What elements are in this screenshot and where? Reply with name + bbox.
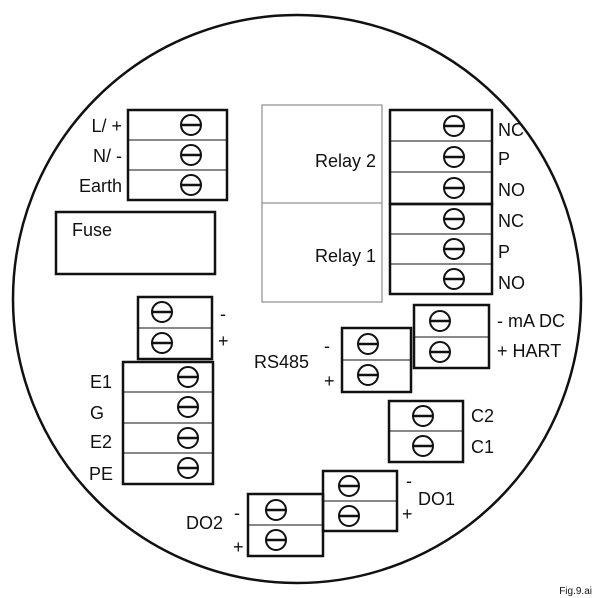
coil-c2-label: C2 bbox=[471, 406, 494, 426]
label-neutral: N/ - bbox=[93, 146, 122, 166]
aux-terminal-block: - + bbox=[136, 295, 229, 361]
electrode-pe-label: PE bbox=[89, 464, 113, 484]
screw-icon bbox=[265, 499, 287, 521]
screw-icon bbox=[338, 475, 360, 497]
screw-icon bbox=[180, 114, 202, 136]
rs485-plus-label: + bbox=[324, 371, 335, 391]
do1-label: DO1 bbox=[418, 489, 455, 509]
relay1-terminal-block: NC P NO bbox=[388, 202, 525, 296]
do1-minus-label: - bbox=[406, 471, 412, 491]
screw-icon bbox=[357, 364, 379, 386]
screw-icon bbox=[151, 301, 173, 323]
relay2-label: Relay 2 bbox=[315, 151, 376, 171]
screw-icon bbox=[443, 268, 465, 290]
screw-icon bbox=[443, 238, 465, 260]
relay1-nc-label: NC bbox=[498, 211, 524, 231]
screw-icon bbox=[180, 174, 202, 196]
screw-icon bbox=[151, 332, 173, 354]
housing-outline bbox=[11, 13, 583, 585]
aux-minus-label: - bbox=[220, 304, 226, 324]
screw-icon bbox=[265, 529, 287, 551]
hart-label: + HART bbox=[497, 341, 561, 361]
fuse: Fuse bbox=[54, 210, 217, 276]
relay2-no-label: NO bbox=[498, 180, 525, 200]
screw-icon bbox=[443, 146, 465, 168]
screw-icon bbox=[177, 427, 199, 449]
relay1-p-label: P bbox=[498, 242, 510, 262]
screw-icon bbox=[357, 333, 379, 355]
relay2-nc-label: NC bbox=[498, 120, 524, 140]
rs485-minus-label: - bbox=[324, 336, 330, 356]
coil-c1-label: C1 bbox=[471, 437, 494, 457]
do2-label: DO2 bbox=[186, 513, 223, 533]
electrode-terminal-block: E1 G E2 PE bbox=[89, 360, 215, 486]
screw-icon bbox=[429, 341, 451, 363]
relay2-terminal-block: NC P NO bbox=[388, 108, 525, 206]
screw-icon bbox=[177, 366, 199, 388]
relay-housing: Relay 2 Relay 1 bbox=[261, 104, 383, 303]
screw-icon bbox=[443, 177, 465, 199]
screw-icon bbox=[443, 115, 465, 137]
rs485-terminal-block: RS485 - + bbox=[254, 326, 413, 394]
screw-icon bbox=[177, 457, 199, 479]
aux-plus-label: + bbox=[218, 331, 229, 351]
do1-plus-label: + bbox=[402, 504, 413, 524]
ma-hart-terminal-block: - mA DC + HART bbox=[412, 303, 565, 370]
label-earth: Earth bbox=[79, 176, 122, 196]
fuse-label: Fuse bbox=[72, 220, 112, 240]
coil-terminal-block: C2 C1 bbox=[387, 399, 494, 464]
do2-minus-label: - bbox=[234, 503, 240, 523]
screw-icon bbox=[180, 144, 202, 166]
ma-dc-label: - mA DC bbox=[497, 311, 565, 331]
screw-icon bbox=[429, 310, 451, 332]
figure-reference: Fig.9.ai bbox=[559, 586, 592, 597]
screw-icon bbox=[412, 405, 434, 427]
rs485-label: RS485 bbox=[254, 352, 309, 372]
relay1-no-label: NO bbox=[498, 273, 525, 293]
do2-plus-label: + bbox=[233, 537, 244, 557]
relay2-p-label: P bbox=[498, 149, 510, 169]
electrode-e2-label: E2 bbox=[90, 432, 112, 452]
electrode-e1-label: E1 bbox=[90, 372, 112, 392]
do2-terminal-block: DO2 - + bbox=[186, 492, 325, 558]
power-terminal-block: L/ + N/ - Earth bbox=[79, 108, 229, 202]
screw-icon bbox=[338, 505, 360, 527]
screw-icon bbox=[412, 435, 434, 457]
screw-icon bbox=[177, 396, 199, 418]
do1-terminal-block: - + DO1 bbox=[321, 469, 455, 533]
relay1-label: Relay 1 bbox=[315, 246, 376, 266]
electrode-g-label: G bbox=[90, 403, 104, 423]
label-line: L/ + bbox=[91, 116, 122, 136]
screw-icon bbox=[443, 208, 465, 230]
